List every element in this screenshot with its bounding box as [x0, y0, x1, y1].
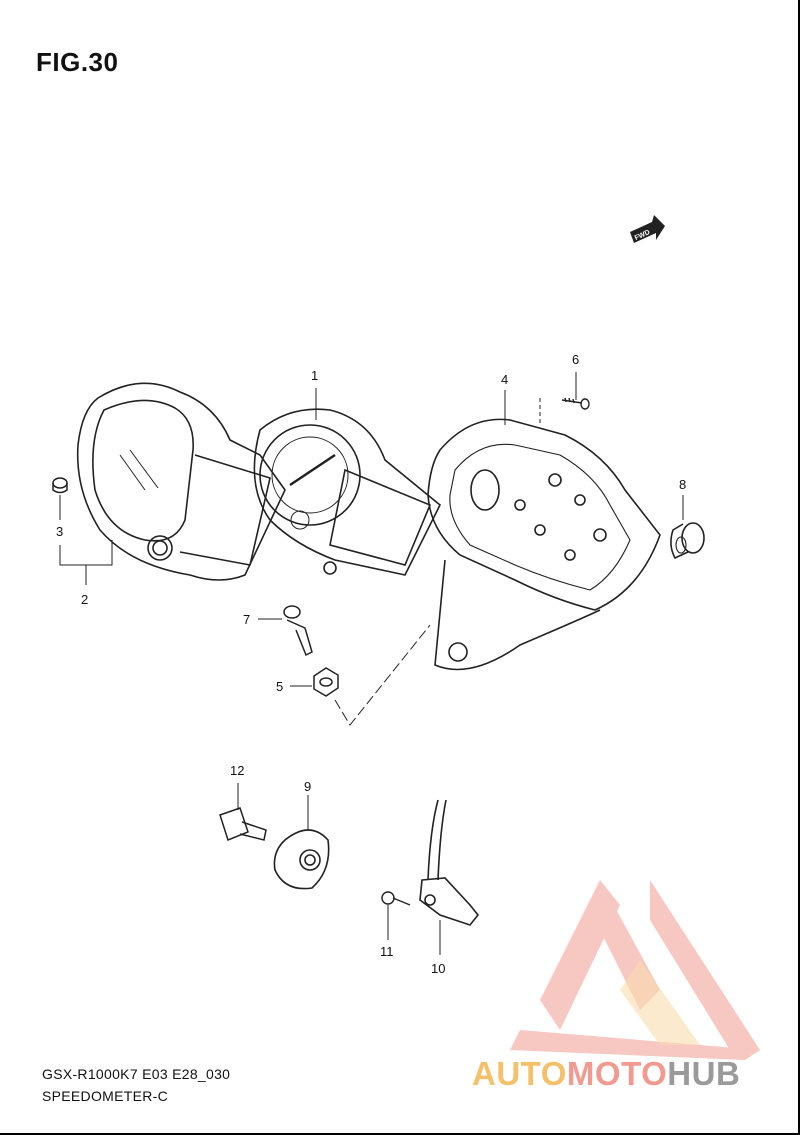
callout-11: 11	[380, 944, 394, 959]
fwd-direction-badge: FWD	[630, 215, 665, 243]
callout-5: 5	[276, 679, 283, 694]
callout-6: 6	[572, 352, 579, 367]
callout-9: 9	[304, 779, 311, 794]
holder-part-9	[273, 829, 330, 890]
nut-part-5	[313, 667, 339, 697]
watermark-text-auto: AUTO	[472, 1055, 567, 1092]
callout-2: 2	[81, 592, 88, 607]
figure-title: FIG.30	[36, 47, 119, 77]
part-group-caption: SPEEDOMETER-C	[42, 1088, 169, 1104]
callout-10: 10	[431, 961, 445, 976]
screw-part-11	[381, 891, 411, 906]
grommet-part-3	[52, 477, 68, 494]
callout-4: 4	[501, 372, 508, 387]
callout-8: 8	[679, 477, 686, 492]
bolt-part-7	[283, 605, 313, 657]
screw-part-6	[561, 397, 590, 410]
meter-case-part-4	[427, 418, 661, 671]
watermark-logo	[510, 880, 760, 1060]
watermark-text-hub: HUB	[667, 1055, 741, 1092]
meter-assembly-part-1	[253, 408, 442, 576]
callout-1: 1	[311, 368, 318, 383]
callout-3: 3	[56, 524, 63, 539]
model-code-caption: GSX-R1000K7 E03 E28_030	[42, 1066, 231, 1082]
bolt-part-12	[219, 807, 267, 841]
speed-sensor-part-10	[419, 799, 480, 926]
leader-lines	[59, 372, 684, 955]
callout-7: 7	[243, 612, 250, 627]
watermark-text: AUTOMOTOHUB	[472, 1055, 740, 1093]
meter-cover-part-2	[76, 382, 286, 581]
callout-12: 12	[230, 763, 244, 778]
watermark-text-moto: MOTO	[566, 1055, 668, 1092]
damper-part-8	[670, 522, 705, 560]
